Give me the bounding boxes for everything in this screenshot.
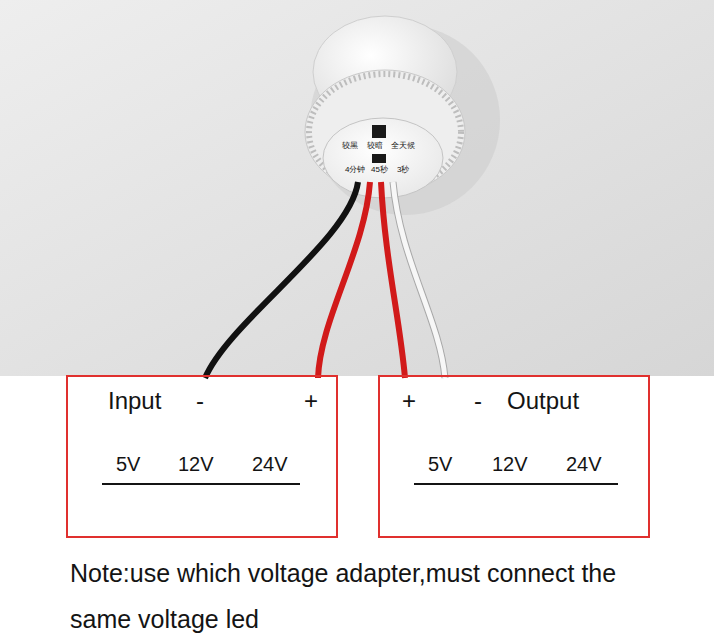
red-wire bbox=[381, 182, 405, 378]
white-wire bbox=[393, 182, 445, 378]
setting-label: 45秒 bbox=[371, 166, 388, 174]
voltage-label: 24V bbox=[252, 454, 288, 474]
red-wire bbox=[318, 182, 370, 378]
terminal-label: + bbox=[304, 389, 318, 413]
terminal-label: Output bbox=[507, 389, 579, 413]
white-wire-outline bbox=[393, 182, 445, 378]
voltage-label: 12V bbox=[178, 454, 214, 474]
voltage-label: 24V bbox=[566, 454, 602, 474]
voltage-underline bbox=[414, 483, 618, 485]
black-wire bbox=[205, 182, 358, 378]
jumper bbox=[372, 125, 386, 138]
terminal-label: - bbox=[474, 389, 482, 413]
voltage-label: 12V bbox=[492, 454, 528, 474]
voltage-label: 5V bbox=[116, 454, 140, 474]
setting-label: 较黑 bbox=[342, 142, 358, 150]
terminal-label: Input bbox=[108, 389, 161, 413]
voltage-underline bbox=[102, 483, 300, 485]
terminal-label: + bbox=[402, 389, 416, 413]
setting-label: 全天候 bbox=[391, 142, 415, 150]
setting-label: 4分钟 bbox=[345, 166, 365, 174]
terminal-label: - bbox=[196, 389, 204, 413]
setting-label: 较暗 bbox=[367, 142, 383, 150]
setting-label: 3秒 bbox=[397, 166, 409, 174]
jumper bbox=[372, 154, 386, 163]
terminal-box: + - Output 5V 12V 24V bbox=[378, 375, 650, 538]
note-text: Note:use which voltage adapter,must conn… bbox=[70, 550, 660, 642]
voltage-label: 5V bbox=[428, 454, 452, 474]
terminal-box: Input - +5V 12V 24V bbox=[66, 375, 338, 538]
